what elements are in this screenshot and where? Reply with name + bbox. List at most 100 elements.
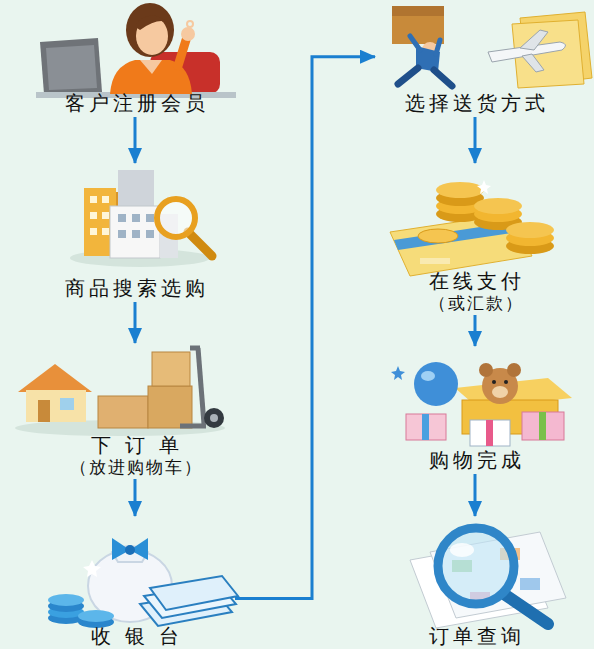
delivery-illustration [522,54,544,72]
complete-illustration [391,362,572,446]
step-label: 收 银 台 [87,624,184,648]
step-note: （放进购物车） [68,457,203,477]
customer-illustration [178,40,186,66]
search-illustration [157,199,195,237]
complete-illustration [492,386,508,398]
flow-step: 订单查询 [375,518,575,648]
step-label: 订单查询 [425,624,525,648]
order-illustration [148,386,192,428]
cashier-illustration [150,576,238,610]
flow-step: 商品搜索选购 [35,165,235,300]
order-illustration [15,348,225,436]
flow-step: 选择送货方式 [375,5,575,115]
complete-illustration [391,366,405,380]
delivery-illustration [398,68,452,86]
flow-step: 在线支付（或汇款） [375,165,575,313]
flow-step: 购物完成 [375,348,575,472]
query-illustration [504,594,548,624]
cashier-illustration [125,545,135,555]
order-illustration [18,364,92,392]
order-illustration [210,414,218,422]
flow-step: 下 订 单（放进购物车） [35,345,235,477]
customer-illustration [140,60,162,74]
delivery-illustration [392,6,444,16]
step-label: 在线支付 [425,269,525,293]
payment-illustration [477,180,491,194]
search-illustration [188,232,212,256]
order-illustration [204,408,224,428]
order-illustration [180,424,206,429]
cashier-illustration [48,594,84,606]
cashier-illustration [83,560,101,577]
query-illustration [410,528,566,628]
payment-illustration [390,180,554,276]
cashier-illustration [78,610,114,622]
complete-illustration [414,362,458,406]
complete-illustration [522,412,564,440]
flow-arrow [134,117,137,163]
customer-illustration [40,38,102,94]
query-illustration [450,543,474,557]
flow-step: 客户注册会员 [35,5,235,115]
search-illustration [102,212,109,219]
flow-arrow [474,315,477,346]
delivery-illustration [410,36,440,54]
search-illustration [70,170,212,267]
step-label: 下 订 单 [87,433,184,457]
search-illustration [90,212,97,219]
payment-illustration [418,229,458,243]
payment-illustration [436,182,484,198]
complete-illustration [504,380,508,384]
order-illustration [152,352,190,386]
complete-illustration [479,363,493,377]
flow-step: 收 银 台 [35,518,235,648]
flow-arrow [235,57,375,599]
step-label: 选择送货方式 [401,91,549,115]
order-illustration [198,348,204,424]
flow-arrow [134,479,137,516]
order-illustration [60,398,74,410]
order-illustration [98,396,148,428]
delivery-illustration [392,6,444,44]
cashier-illustration [48,538,238,628]
customer-illustration [126,3,174,57]
search-illustration [132,230,140,238]
customer-illustration [134,15,170,30]
search-illustration [118,230,126,238]
search-illustration [90,228,97,235]
flow-arrow [134,302,137,343]
search-illustration [102,196,109,203]
payment-illustration [474,198,522,214]
customer-illustration [46,45,97,90]
search-illustration [146,214,154,222]
complete-illustration [539,412,546,440]
flow-arrow [474,474,477,516]
search-illustration [90,196,97,203]
step-note: （或汇款） [427,293,524,313]
order-illustration [38,400,50,422]
step-label: 客户注册会员 [61,91,209,115]
payment-illustration [506,222,554,238]
flow-arrow [474,117,477,163]
complete-illustration [507,363,521,377]
customer-illustration [181,27,195,41]
step-label: 商品搜索选购 [61,276,209,300]
search-illustration [146,230,154,238]
query-illustration [438,528,514,604]
delivery-illustration [392,6,592,88]
step-label: 购物完成 [425,448,525,472]
complete-illustration [422,414,429,440]
search-illustration [110,206,160,258]
customer-illustration [187,21,193,27]
search-illustration [102,228,109,235]
query-illustration [520,578,540,590]
complete-illustration [470,420,510,446]
search-illustration [132,214,140,222]
order-illustration [190,346,200,351]
customer-illustration [36,3,236,98]
delivery-illustration [520,30,548,50]
complete-illustration [492,380,496,384]
